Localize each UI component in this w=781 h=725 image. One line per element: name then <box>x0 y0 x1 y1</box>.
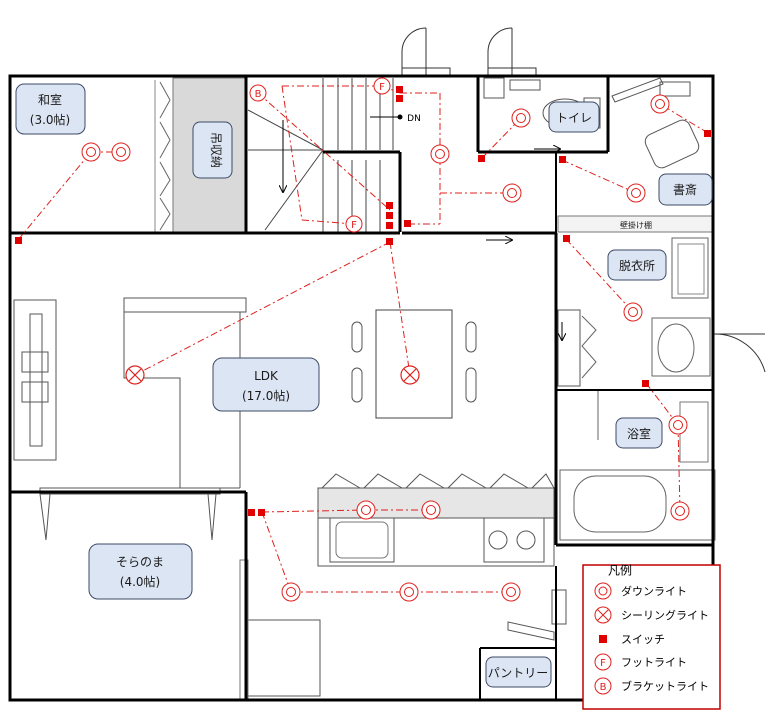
downlight-icon <box>501 582 521 602</box>
legend-item-bracket: B ブラケットライト <box>594 677 709 695</box>
downlight-icon <box>81 142 101 162</box>
bracket-light-icon: B <box>255 89 262 100</box>
room-size-soranoma: (4.0帖) <box>120 574 160 589</box>
room-label-soranoma: そらのま <box>116 555 164 569</box>
switch-marker <box>396 86 403 93</box>
switch-marker <box>386 212 393 219</box>
downlight-icon <box>650 94 670 114</box>
dining-table <box>375 309 453 419</box>
room-label-tsuri-shuno: 吊収納 <box>209 132 223 168</box>
downlight-icon <box>399 582 419 602</box>
legend-label: シーリングライト <box>621 608 709 622</box>
foot-light-icon: F <box>600 658 606 669</box>
foot-light-icon: F <box>379 82 385 93</box>
walls <box>8 74 715 702</box>
room-label-toilet: トイレ <box>556 111 592 125</box>
downlight-icon <box>430 144 450 164</box>
legend: 凡例 ダウンライト シーリングライト スイッチ F フットライト B ブラケット… <box>582 564 721 710</box>
downlight-icon <box>356 500 376 520</box>
switch-marker <box>478 155 485 162</box>
legend-label: ブラケットライト <box>621 679 709 693</box>
switch-marker <box>704 130 711 137</box>
room-label-datsuijo: 脱衣所 <box>619 258 655 273</box>
switch-marker <box>386 238 393 245</box>
downlight-icon <box>511 108 531 128</box>
bracket-lights: B <box>249 84 267 102</box>
downlight-icon <box>623 302 643 322</box>
legend-title: 凡例 <box>608 564 632 578</box>
room-label-pantry: パントリー <box>488 666 549 680</box>
switch-marker <box>396 95 403 102</box>
room-label-washitsu: 和室 <box>38 92 62 107</box>
legend-label: フットライト <box>621 656 687 669</box>
legend-label: ダウンライト <box>621 584 687 598</box>
stair-treads <box>247 78 402 232</box>
legend-item-switch: スイッチ <box>599 633 665 646</box>
downlight-icon <box>626 183 646 203</box>
switch-marker <box>563 235 570 242</box>
room-label-shosai: 書斎 <box>673 182 697 197</box>
foot-lights: F F <box>345 77 391 233</box>
legend-item-ceiling: シーリングライト <box>594 606 709 624</box>
switch-marker <box>642 380 649 387</box>
bracket-light-icon: B <box>600 682 607 693</box>
stair-dn-label: DN <box>407 114 421 124</box>
legend-label: スイッチ <box>621 633 665 646</box>
downlight-icon <box>281 582 301 602</box>
ceiling-lights <box>125 365 420 385</box>
downlight-icon <box>670 501 690 521</box>
switch-marker <box>386 202 393 209</box>
switches <box>15 86 711 516</box>
ceiling-light-icon <box>400 365 420 385</box>
stair-dn-dot <box>397 114 403 120</box>
switch-marker <box>258 509 265 516</box>
switch-marker <box>248 509 255 516</box>
foot-light-icon: F <box>351 220 357 231</box>
ceiling-light-icon <box>125 365 145 385</box>
entrance-doors <box>401 27 537 77</box>
room-labels: 和室 (3.0帖) 吊収納 トイレ 書斎 壁掛け棚 脱衣所 LDK (17.0帖… <box>15 83 713 688</box>
downlights <box>81 94 690 602</box>
switch-marker <box>386 222 393 229</box>
room-size-ldk: (17.0帖) <box>242 388 290 403</box>
switch-marker <box>404 220 411 227</box>
downlight-icon <box>111 142 131 162</box>
legend-item-downlight: ダウンライト <box>594 582 687 600</box>
sofa <box>13 299 57 461</box>
downlight-icon <box>668 415 688 435</box>
switch-marker <box>15 237 22 244</box>
room-size-washitsu: (3.0帖) <box>30 112 70 127</box>
legend-item-foot: F フットライト <box>594 653 687 671</box>
downlight-icon <box>421 500 441 520</box>
switch-marker <box>559 156 566 163</box>
downlight-icon <box>502 183 522 203</box>
room-label-yokushitsu: 浴室 <box>627 426 651 441</box>
room-label-ldk: LDK <box>254 369 279 383</box>
label-kabekake-dana: 壁掛け棚 <box>620 220 652 230</box>
